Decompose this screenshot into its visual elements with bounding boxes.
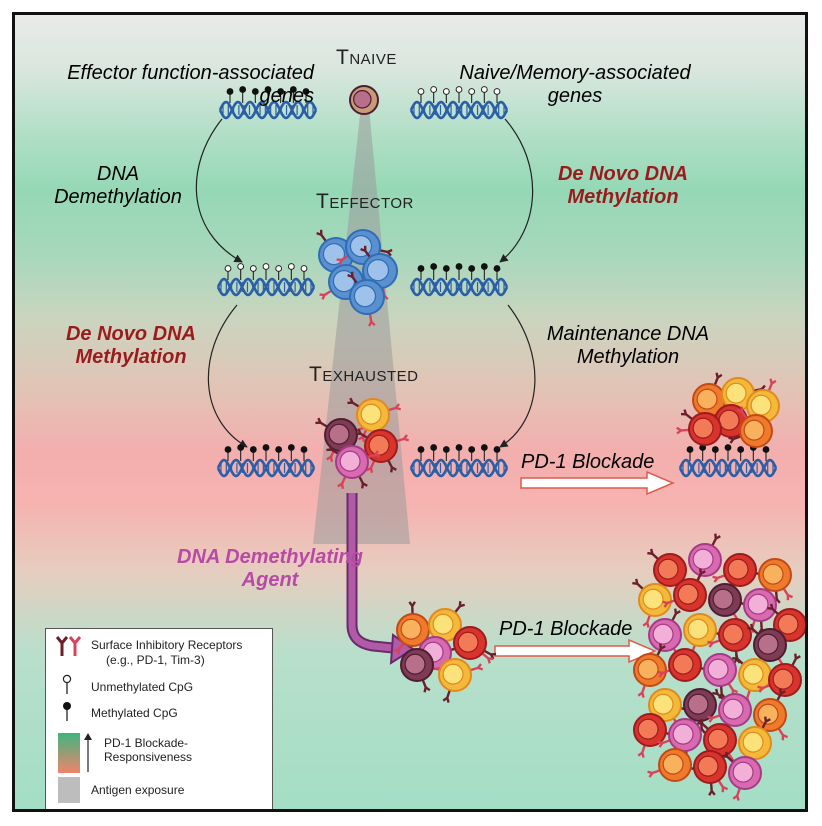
dna-naive-genes-naive: [409, 86, 509, 120]
naive-genes-label: Naive/Memory-associated genes: [445, 62, 705, 108]
effector-genes-text: Effector function-associated genes: [67, 62, 314, 107]
maintenance-text: Maintenance DNA Methylation: [546, 323, 710, 368]
dna-effector-genes-exhausted: [216, 444, 316, 478]
dna-demethylation-label: DNA Demethylation: [43, 163, 193, 209]
t-exhausted-label: TEXHAUSTED: [309, 363, 419, 387]
dna-naive-genes-effector: [409, 263, 509, 297]
cell-nonresponsive-5: [728, 406, 773, 448]
de-novo-top-text: De Novo DNA Methylation: [557, 163, 688, 208]
cell-expanded-4: [758, 558, 794, 604]
pd1-arrow-1: [520, 470, 675, 496]
cell-expanded-14: [633, 643, 667, 698]
cell-exhausted-4: [326, 444, 381, 489]
cell-treated-5: [400, 648, 446, 693]
t-naive-prefix: T: [336, 46, 350, 69]
de-novo-top-label: De Novo DNA Methylation: [543, 163, 703, 209]
legend-receptors: Surface Inhibitory Receptors: [91, 638, 243, 652]
dna-naive-genes-exhausted: [409, 444, 509, 478]
cell-expanded-10: [648, 608, 684, 661]
cell-expanded-26: [738, 716, 772, 771]
cell-nonresponsive-6: [676, 409, 722, 446]
receptor-icon-dark: [55, 636, 69, 656]
cell-expanded-8: [743, 588, 777, 634]
cell-expanded-6: [662, 568, 707, 612]
cell-expanded-13: [747, 623, 789, 671]
cell-treated-4: [453, 626, 497, 664]
pd1-blockade-label-1: PD-1 Blockade: [521, 451, 655, 473]
cell-expanded-18: [757, 653, 802, 697]
cell-effector-3: [360, 245, 398, 301]
responsiveness-gradient: [58, 733, 80, 773]
cell-expanded-16: [703, 653, 739, 699]
t-effector-label: TEFFECTOR: [316, 190, 414, 214]
legend-antigen: Antigen exposure: [91, 783, 185, 797]
legend-responsiveness-1: PD-1 Blockade-: [104, 736, 189, 750]
arrow-demethylation: [195, 118, 243, 263]
arrow-de-novo-left: [207, 304, 248, 448]
demethylating-agent-label: DNA Demethylating Agent: [175, 546, 365, 592]
de-novo-left-text: De Novo DNA Methylation: [65, 323, 196, 368]
cell-expanded-24: [657, 718, 702, 764]
dna-effector-genes-effector: [216, 263, 316, 297]
pd1-blockade-label-2: PD-1 Blockade: [499, 618, 633, 640]
cell-nonresponsive-4: [746, 378, 780, 435]
dna-effector-genes-naive: [218, 86, 318, 120]
legend-unmethylated: Unmethylated CpG: [91, 680, 194, 694]
arrow-de-novo-top: [499, 118, 534, 263]
cell-expanded-20: [683, 688, 717, 734]
unmethylated-cpg-icon: [62, 674, 72, 694]
cell-expanded-21: [707, 688, 752, 727]
cell-expanded-22: [753, 688, 789, 741]
de-novo-left-label: De Novo DNA Methylation: [51, 323, 211, 369]
diagram-art: [195, 85, 805, 801]
t-exhausted-sub: EXHAUSTED: [322, 368, 419, 385]
legend-responsiveness-2: Responsiveness: [104, 750, 193, 764]
methylated-cpg-icon: [63, 702, 71, 721]
legend-receptors-eg: (e.g., PD-1, Tim-3): [106, 653, 205, 667]
effector-genes-label: Effector function-associated genes: [29, 62, 329, 108]
demethylating-agent-text: DNA Demethylating Agent: [177, 546, 363, 591]
cell-treated-1: [393, 601, 430, 655]
receptor-icon-light: [68, 636, 82, 656]
cell-expanded-5: [632, 578, 672, 628]
t-effector-sub: EFFECTOR: [329, 195, 414, 212]
cell-expanded-12: [707, 618, 752, 664]
cell-effector-5: [347, 271, 385, 327]
t-effector-prefix: T: [316, 190, 330, 213]
cell-expanded-3: [712, 553, 769, 587]
cell-expanded-25: [697, 718, 739, 766]
pd1-arrow-2: [494, 638, 657, 664]
legend-methylated: Methylated CpG: [91, 706, 178, 720]
naive-genes-text: Naive/Memory-associated genes: [459, 62, 691, 107]
cell-expanded-29: [722, 751, 762, 801]
cell-expanded-28: [693, 750, 729, 796]
figure-frame: Effector function-associated genes Naive…: [12, 12, 808, 812]
dna-demethylation-text: DNA Demethylation: [54, 163, 182, 208]
cell-treated-6: [438, 658, 484, 703]
maintenance-label: Maintenance DNA Methylation: [533, 323, 723, 369]
t-naive-sub: NAIVE: [349, 51, 397, 68]
arrow-maintenance: [499, 304, 536, 448]
t-exhausted-prefix: T: [309, 363, 323, 386]
cell-exhausted-3: [355, 428, 410, 473]
legend: Surface Inhibitory Receptors (e.g., PD-1…: [45, 628, 273, 809]
cell-naive: [349, 85, 379, 115]
legend-symbols: [55, 636, 92, 803]
cell-expanded-15: [657, 648, 714, 682]
dna-after-pd1-blockade: [678, 444, 778, 478]
t-naive-label: TNAIVE: [336, 46, 397, 70]
antigen-swatch: [58, 777, 80, 803]
